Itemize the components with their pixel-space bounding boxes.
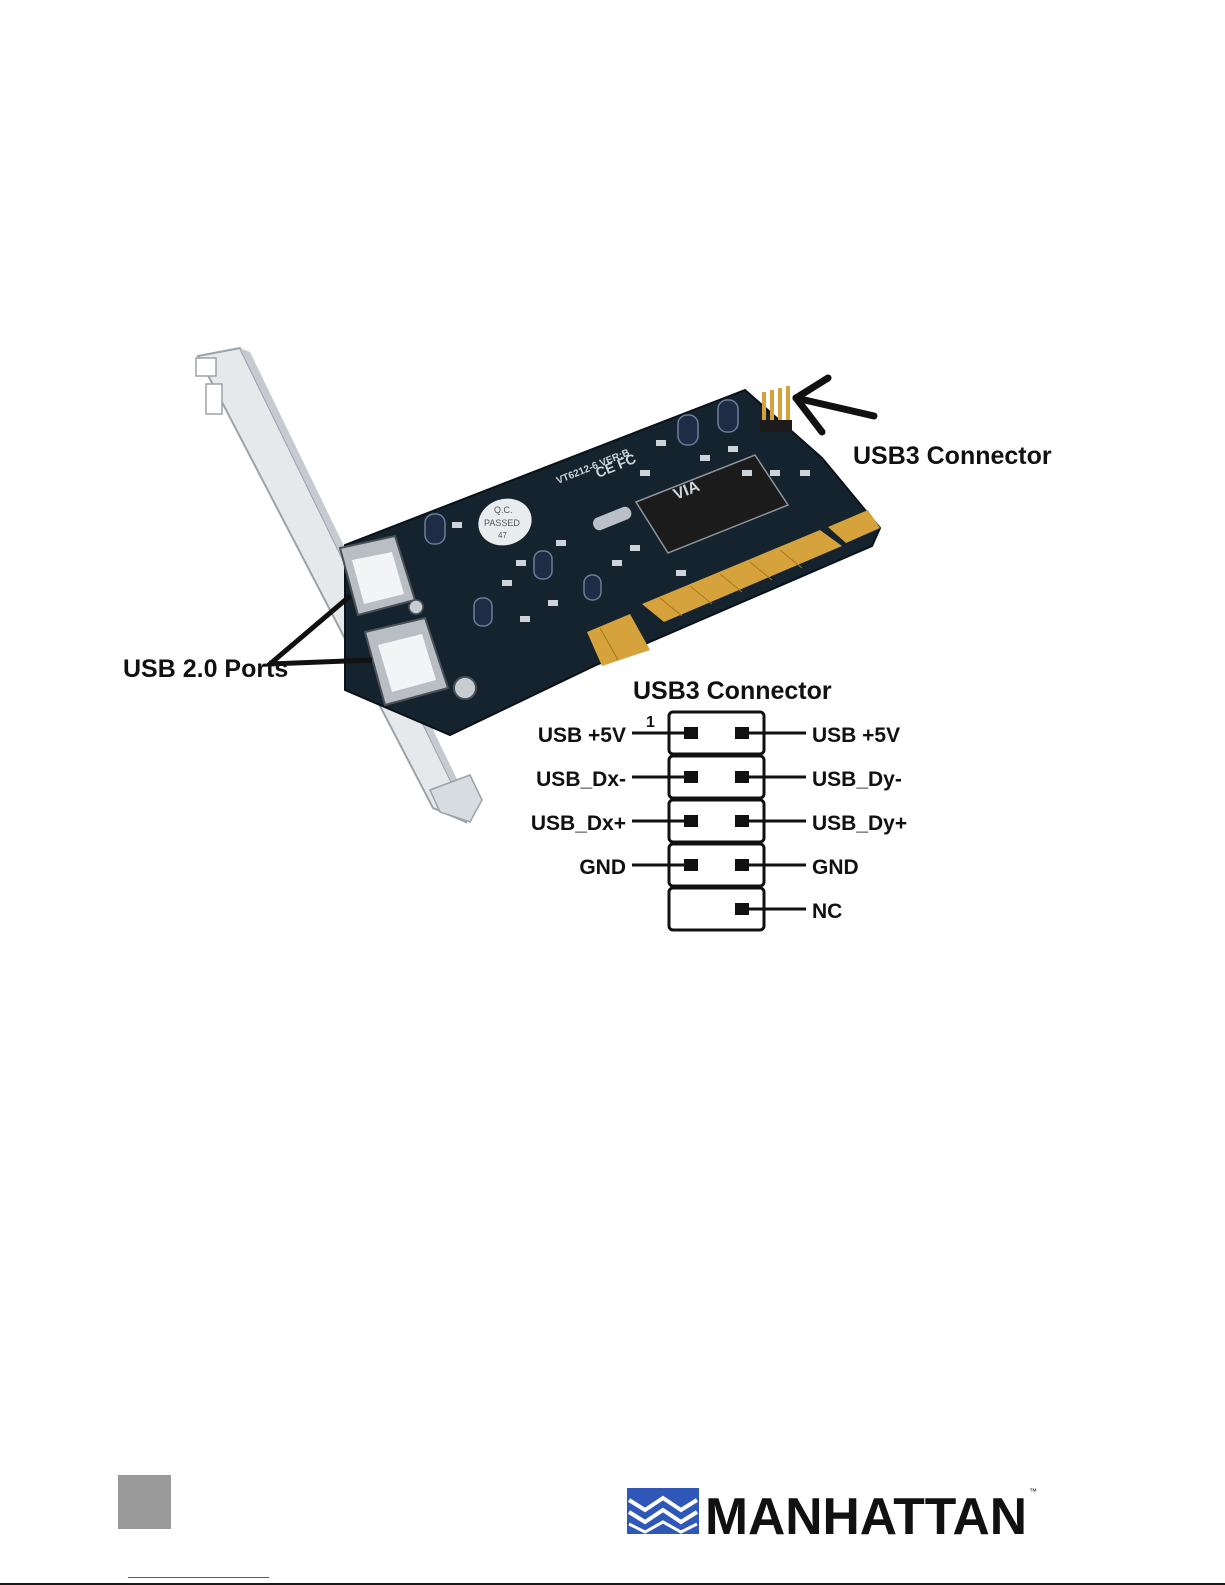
pin-label-right-4: GND	[812, 856, 859, 879]
pin1-marker: 1	[646, 714, 655, 731]
pin-label-left-4: GND	[579, 856, 626, 879]
callout-usb3: USB3 Connector	[853, 442, 1052, 470]
callout-usb2: USB 2.0 Ports	[123, 655, 288, 683]
pinout-title: USB3 Connector	[633, 677, 832, 705]
footer-link-underline	[128, 1577, 269, 1578]
qc-line3: 47	[498, 531, 507, 540]
manhattan-emblem-icon	[627, 1488, 699, 1534]
usb3-arrow	[796, 378, 874, 432]
manhattan-logo: MANHATTAN ™	[627, 1480, 1047, 1540]
pinout-diagram: USB3 Connector 1 USB +5V USB_Dx-	[531, 677, 907, 930]
brand-name: MANHATTAN	[705, 1488, 1027, 1540]
page-number-box	[118, 1475, 171, 1529]
qc-line2: PASSED	[484, 518, 520, 528]
pin-label-right-3: USB_Dy+	[812, 812, 907, 835]
pin-label-right-1: USB +5V	[812, 724, 900, 747]
screw	[409, 600, 423, 614]
brand-trademark: ™	[1029, 1487, 1037, 1496]
screw	[454, 677, 476, 699]
usb3-pin-header	[760, 386, 792, 432]
qc-line1: Q.C.	[494, 505, 513, 515]
pin-label-left-2: USB_Dx-	[536, 768, 626, 791]
pin-label-right-2: USB_Dy-	[812, 768, 902, 791]
pin-label-left-3: USB_Dx+	[531, 812, 626, 835]
pin-label-right-5: NC	[812, 900, 842, 923]
pin-label-left-1: USB +5V	[538, 724, 626, 747]
